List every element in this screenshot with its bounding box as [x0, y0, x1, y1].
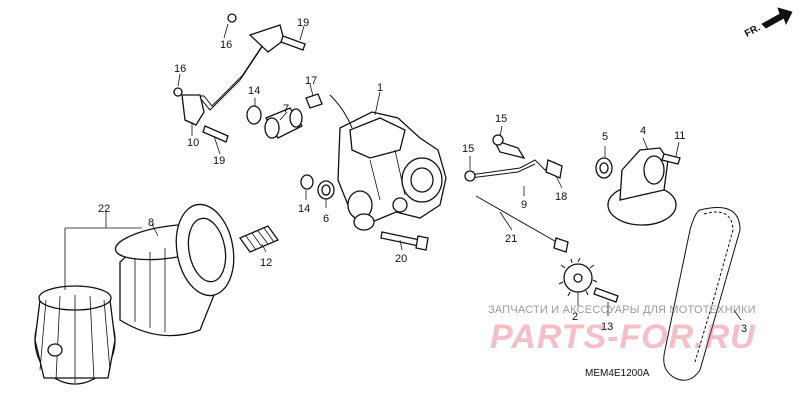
diagram-code: MEM4E1200A: [585, 368, 650, 379]
callout-1: 1: [377, 82, 383, 94]
filter-union-bolt: [239, 225, 279, 253]
callout-16-left: 16: [174, 63, 186, 75]
callout-9: 9: [521, 199, 527, 211]
callout-5: 5: [602, 131, 608, 143]
callout-10: 10: [187, 137, 199, 149]
callout-2: 2: [572, 311, 578, 323]
pump-long-bolt: [475, 195, 569, 253]
callout-8: 8: [148, 217, 154, 229]
callout-17: 17: [305, 75, 317, 87]
pump-mount-bolt: [380, 231, 429, 251]
callout-11: 11: [674, 130, 685, 142]
oil-pump-assembly: [329, 94, 447, 231]
oil-pipe-bracket: [173, 13, 306, 143]
front-direction-arrow: [761, 7, 793, 29]
watermark-subtitle: ЗАПЧАСТИ И АКСЕССУАРЫ ДЛЯ МОТОТЕХНИКИ: [488, 304, 756, 316]
oil-pump-sprocket: [558, 257, 619, 303]
callout-15-left: 15: [462, 143, 474, 155]
leader-lines: [64, 23, 742, 321]
dowel-pin: [305, 93, 323, 109]
oil-pump-chain: [663, 207, 741, 381]
callout-3: 3: [741, 323, 747, 335]
callout-7: 7: [283, 103, 289, 115]
watermark-brand: PARTS-FOR.RU: [490, 318, 756, 356]
callout-19-left: 19: [213, 155, 225, 167]
callout-18: 18: [555, 191, 567, 203]
oil-filter-cap: [34, 285, 116, 385]
callout-20: 20: [395, 253, 407, 265]
pump-o-ring-collar: [300, 174, 335, 200]
oil-strainer: [595, 147, 681, 226]
callout-14-bottom: 14: [298, 203, 310, 215]
callout-12: 12: [260, 257, 272, 269]
callout-6: 6: [323, 213, 329, 225]
oil-pipe: [464, 134, 563, 182]
callout-15-right: 15: [495, 113, 507, 125]
callout-labels: 1 2 3 4 5 6 7 8 9 10 11 12 13 14 14 15 1…: [98, 17, 747, 335]
oil-filter: [114, 203, 235, 337]
callout-13: 13: [601, 321, 613, 333]
callout-16-top: 16: [220, 39, 232, 51]
oil-pump-collar: [246, 105, 303, 139]
callout-14-top: 14: [248, 85, 260, 97]
callout-19-top: 19: [297, 17, 309, 29]
callout-22: 22: [98, 203, 110, 215]
callout-4: 4: [640, 125, 646, 137]
callout-21: 21: [505, 233, 517, 245]
